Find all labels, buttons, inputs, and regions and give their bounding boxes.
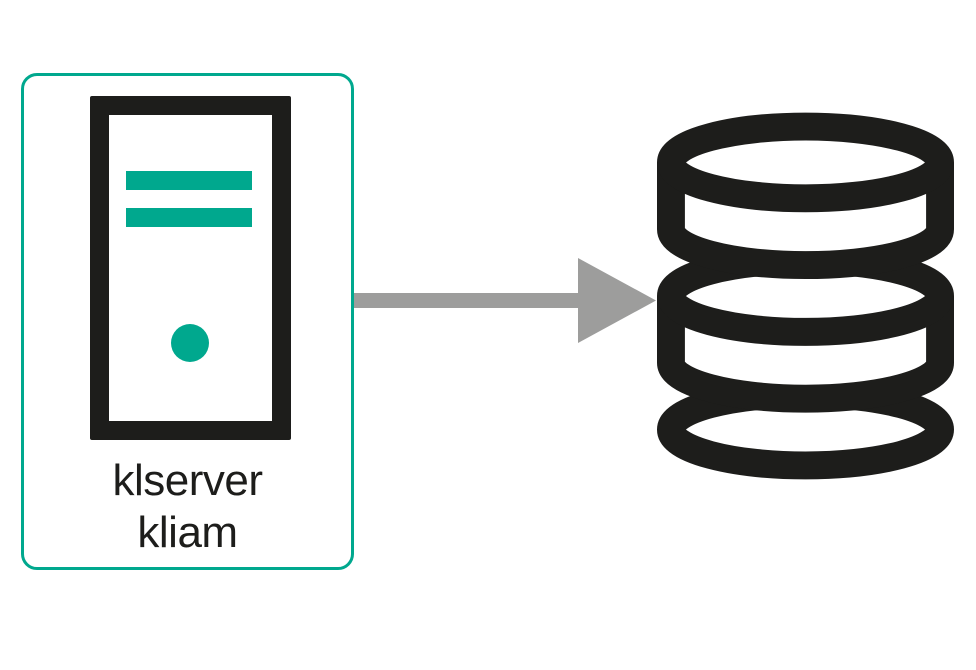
database-icon <box>657 112 954 480</box>
server-power-dot <box>171 324 209 362</box>
arrow-right-icon <box>354 258 656 343</box>
server-tower-icon <box>90 96 291 440</box>
server-slot-bar-top <box>126 171 252 190</box>
server-node-label: klserver kliam <box>24 455 351 559</box>
server-node-label-line2: kliam <box>137 508 238 557</box>
server-node-box: klserver kliam <box>21 73 354 570</box>
server-tower-panel <box>109 115 272 421</box>
server-slot-bar-bottom <box>126 208 252 227</box>
server-node-label-line1: klserver <box>112 456 263 505</box>
